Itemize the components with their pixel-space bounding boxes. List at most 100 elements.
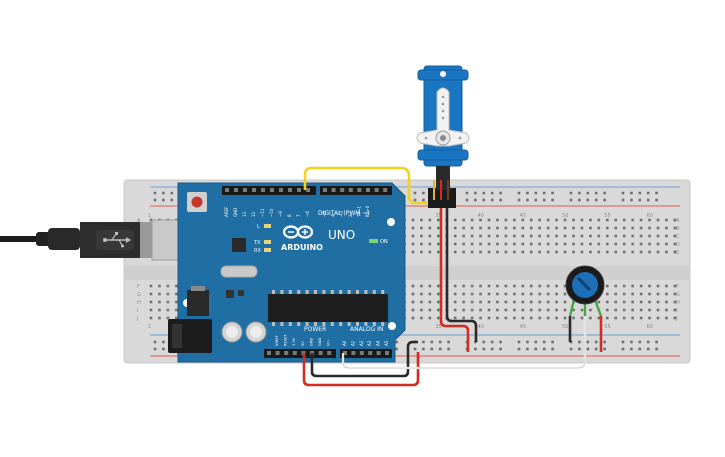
digital-pin-label: GND <box>233 208 238 217</box>
arduino-logo-icon <box>282 225 314 239</box>
mounting-hole <box>387 218 395 226</box>
digital-pin-label: AREF <box>224 206 229 217</box>
power-pin-label: GND <box>318 338 322 346</box>
power-pin-label: GND <box>309 338 313 346</box>
row-letter: E <box>676 250 679 256</box>
row-letter: H <box>137 300 141 306</box>
power-pin-label: 5V <box>301 341 305 346</box>
digital-pin-label: ~5 <box>322 211 327 217</box>
power-pin-label: Vin <box>327 340 331 346</box>
column-number: 35 <box>435 324 441 330</box>
column-number: 1 <box>148 213 151 219</box>
power-pin-label: IOREF <box>275 335 279 346</box>
row-letter: J <box>675 316 677 322</box>
row-letter: H <box>676 300 680 306</box>
row-letter: B <box>676 226 680 232</box>
power-pin-label: 3.3V <box>292 337 296 346</box>
tx-led-label: TX <box>253 240 261 246</box>
digital-pin-label: RX←0 <box>365 205 370 217</box>
wire-black-servo-ground[interactable] <box>445 204 478 342</box>
row-letter: F <box>137 284 140 290</box>
column-number: 50 <box>562 324 568 330</box>
mounting-hole <box>388 322 396 330</box>
row-letter: D <box>676 242 680 248</box>
tx-led <box>264 240 271 244</box>
digital-pin-label: TX→1 <box>356 205 361 218</box>
row-letter: A <box>676 218 680 224</box>
servo-motor[interactable] <box>416 65 470 208</box>
usb-chip <box>232 238 246 252</box>
column-number: 60 <box>647 324 653 330</box>
column-number: 60 <box>647 213 653 219</box>
rx-led <box>264 248 271 252</box>
digital-pin-label: 2 <box>348 214 353 217</box>
wire-yellow-signal[interactable] <box>303 166 434 205</box>
rx-led-label: RX <box>254 248 261 254</box>
voltage-regulator <box>187 290 209 316</box>
servo-mount-hole <box>440 71 446 77</box>
column-number: 50 <box>562 213 568 219</box>
row-letter: A <box>137 218 141 224</box>
analog-pin-label: A5 <box>384 340 389 346</box>
on-label: ON <box>380 239 388 245</box>
column-number: 35 <box>435 213 441 219</box>
digital-pin-label: ~6 <box>305 211 310 217</box>
row-letter: I <box>137 308 138 314</box>
power-label: POWER <box>304 326 326 333</box>
digital-pin-label: ~9 <box>278 211 283 217</box>
digital-header-right <box>320 186 392 195</box>
wire-black-ground[interactable] <box>310 340 418 378</box>
power-header <box>264 349 336 358</box>
column-number: 1 <box>148 324 151 330</box>
l-led <box>264 224 271 228</box>
column-number: 55 <box>604 324 610 330</box>
smd-part <box>226 290 234 298</box>
power-pin-label: RESET <box>284 334 288 346</box>
row-letter: G <box>676 292 680 298</box>
row-letter: G <box>137 292 141 298</box>
row-letter: F <box>676 284 679 290</box>
digital-header-left <box>222 186 316 195</box>
potentiometer[interactable] <box>565 265 605 305</box>
digital-pin-label: 4 <box>331 214 336 217</box>
power-pin-labels: IOREF RESET 3.3V 5V GND GND Vin <box>275 334 331 346</box>
analog-header <box>340 349 392 358</box>
row-letter: C <box>676 234 680 240</box>
l-led-label: L <box>257 224 260 230</box>
column-number: 45 <box>520 324 526 330</box>
crystal <box>220 265 258 278</box>
digital-pin-label: ~3 <box>339 211 344 217</box>
digital-pin-label: 12 <box>251 211 256 217</box>
row-letter: I <box>676 308 677 314</box>
analog-pin-label: A3 <box>367 340 372 346</box>
column-number: 55 <box>604 213 610 219</box>
atmega-chip <box>268 294 388 322</box>
digital-pin-label: 7 <box>296 214 301 217</box>
digital-pin-label: ~11 <box>260 208 265 217</box>
column-number: 40 <box>478 213 484 219</box>
column-number: 40 <box>478 324 484 330</box>
analog-pin-label: A0 <box>342 340 347 346</box>
arduino-brand: ARDUINO <box>281 243 323 252</box>
analog-pin-label: A1 <box>350 340 355 346</box>
analog-pin-label: A4 <box>376 340 381 346</box>
row-letter: J <box>136 316 138 322</box>
usb-icon <box>103 232 131 248</box>
wire-red-5v[interactable] <box>302 352 420 387</box>
digital-pin-label: 8 <box>287 214 292 217</box>
digital-pin-label: ~10 <box>269 208 274 217</box>
analog-pin-label: A2 <box>359 340 364 346</box>
smd-part <box>238 290 244 296</box>
on-led <box>369 239 378 243</box>
wire-red-servo-power[interactable] <box>439 204 470 352</box>
digital-pin-label: 13 <box>242 211 247 217</box>
wires <box>302 166 603 387</box>
arduino-model: UNO <box>328 228 355 242</box>
digital-label: DIGITAL (PWM ~) <box>318 210 370 217</box>
column-number: 45 <box>520 213 526 219</box>
